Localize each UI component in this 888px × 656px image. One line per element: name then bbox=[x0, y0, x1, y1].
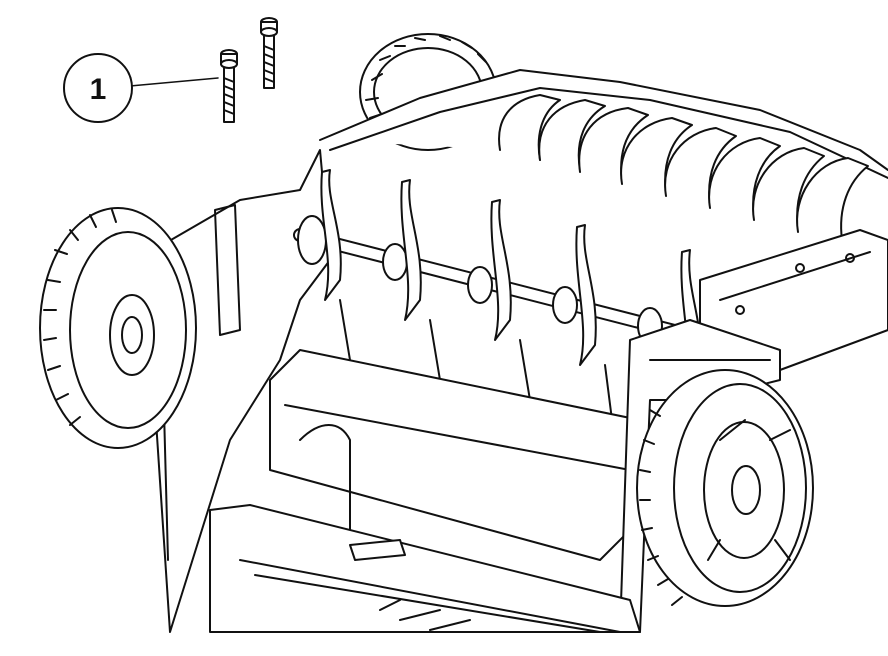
deck-housing bbox=[319, 69, 888, 371]
screw-icon bbox=[220, 17, 278, 123]
wheel-front-left bbox=[39, 207, 197, 449]
front-plate bbox=[209, 504, 641, 633]
scarifier-shaft bbox=[293, 169, 702, 421]
wheel-front-right bbox=[636, 369, 814, 607]
callout-1: 1 bbox=[63, 53, 219, 123]
callout-1-label: 1 bbox=[90, 73, 107, 106]
